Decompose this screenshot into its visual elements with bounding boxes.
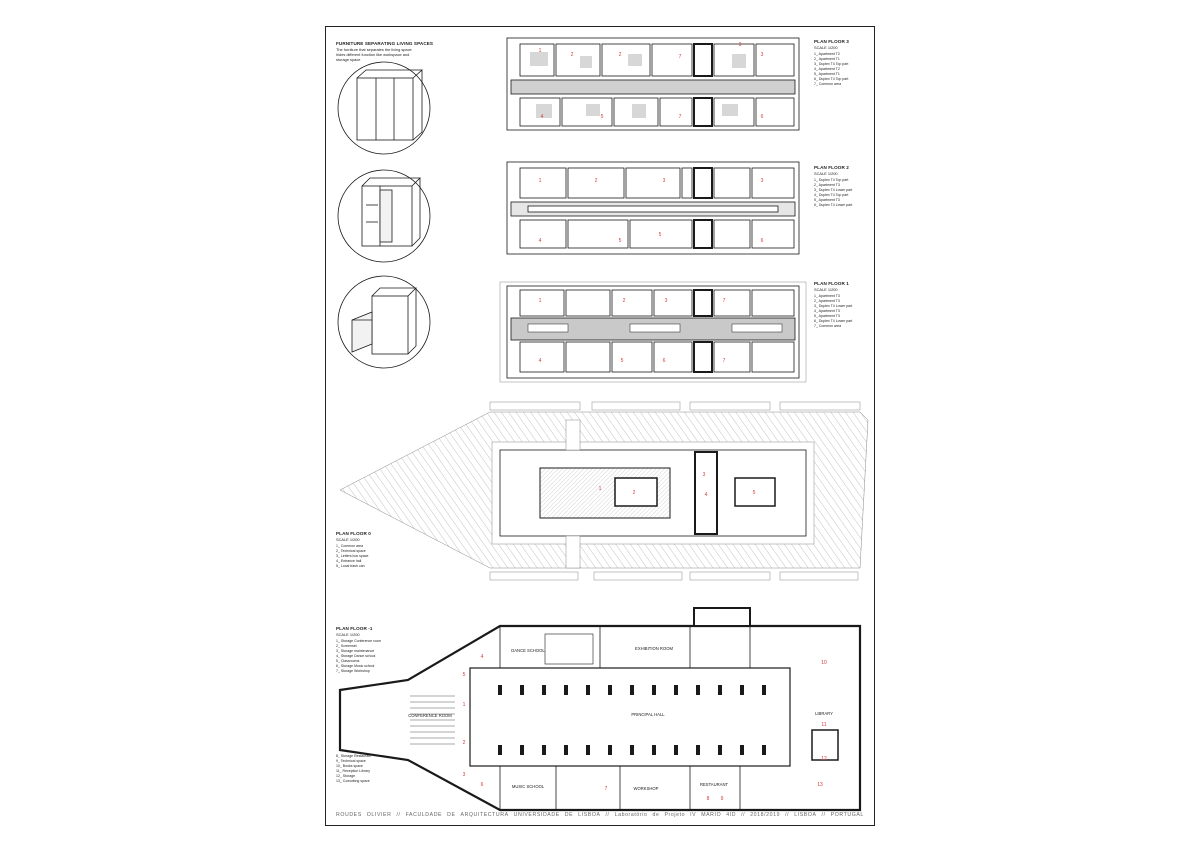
floorm1-title: PLAN FLOOR -1 <box>336 626 373 631</box>
floor2-title: PLAN FLOOR 2 <box>814 165 849 170</box>
space-principal-hall: PRINCIPAL HALL <box>631 712 665 717</box>
floorm1-room-label: 12 <box>821 756 827 762</box>
floor1-room-label: 3 <box>665 298 668 304</box>
floor2-legend: 1_ Duplex T4 Top part 2_ Apartment T3 3_… <box>814 178 853 207</box>
floor3-room-label: 7 <box>679 54 682 60</box>
floorm1-room-label: 6 <box>481 782 484 788</box>
floor3-room-label: 1 <box>539 48 542 54</box>
floor3-room-label: 3 <box>739 42 742 48</box>
footer: ROUDES OLIVIER // FACULDADE DE ARQUITECT… <box>336 812 864 818</box>
floor3-scale: SCALE 1/200 <box>814 45 838 50</box>
floorm1-room-label: 1 <box>463 702 466 708</box>
space-library: LIBRARY <box>815 711 833 716</box>
floor2-room-label: 4 <box>539 238 542 244</box>
floor0-room-numbers: 1 2 3 4 5 <box>599 472 756 498</box>
floorm1-room-label: 7 <box>605 786 608 792</box>
plan-floor-minus-1 <box>338 607 862 812</box>
floor3-room-label: 7 <box>679 114 682 120</box>
floor3-title: PLAN FLOOR 3 <box>814 39 849 44</box>
floor3-room-label: 3 <box>761 52 764 58</box>
floor0-legend: 1_ Common area 2_ Technical space 3_ Let… <box>336 544 369 568</box>
floor1-scale: SCALE 1/200 <box>814 287 838 292</box>
plan-floor-3 <box>506 37 800 131</box>
floorm1-room-label: 4 <box>481 654 484 660</box>
floorm1-legend: 1_ Storage Conference room 2_ Screenset … <box>336 639 382 673</box>
floor0-title: PLAN FLOOR 0 <box>336 531 371 536</box>
floor1-room-label: 4 <box>539 358 542 364</box>
space-exhibition-room: EXHIBITION ROOM <box>635 646 673 651</box>
space-dance-school: DANCE SCHOOL <box>511 648 545 653</box>
floor0-room-label: 3 <box>703 472 706 478</box>
floorm1-room-label: 8 <box>707 796 710 802</box>
furniture-description: The furniture that separates the living … <box>336 47 412 63</box>
floor3-room-label: 6 <box>761 114 764 120</box>
floor0-room-label: 1 <box>599 486 602 492</box>
floor1-room-label: 1 <box>539 298 542 304</box>
floor3-legend: 1_ Apartment T2 2_ Apartment T1 3_ Duple… <box>814 52 849 86</box>
floor0-scale: SCALE 1/200 <box>336 537 360 542</box>
floorm1-room-label: 13 <box>817 782 823 788</box>
floor2-room-label: 5 <box>619 238 622 244</box>
floor3-room-label: 2 <box>619 52 622 58</box>
floor1-room-label: 2 <box>623 298 626 304</box>
plan-floor-1 <box>499 281 807 383</box>
floor2-room-label: 6 <box>761 238 764 244</box>
floor2-room-numbers: 1 2 3 3 4 5 5 6 <box>539 178 764 244</box>
floor1-room-label: 5 <box>621 358 624 364</box>
furniture-diagram-2 <box>337 169 431 263</box>
space-conference-room: CONFERENCE ROOM <box>408 713 452 718</box>
floor2-scale: SCALE 1/200 <box>814 171 838 176</box>
floor1-legend: 1_ Apartment T3 2_ Apartment T3 3_ Duple… <box>814 294 853 328</box>
floorm1-room-label: 5 <box>463 672 466 678</box>
space-restaurant: RESTAURANT <box>700 782 729 787</box>
floor1-room-label: 7 <box>723 298 726 304</box>
floor3-room-numbers: 1 2 3 7 2 3 4 5 7 6 <box>539 42 764 120</box>
furniture-title: FURNITURE SEPARATING LIVING SPACES <box>336 41 434 46</box>
space-workshop: WORKSHOP <box>634 786 659 791</box>
floorm1-legend-2: 8_ Storage Restaurant 9_ Technical space… <box>336 754 372 783</box>
floor2-room-label: 3 <box>663 178 666 184</box>
plan-floor-0 <box>339 401 869 581</box>
floorm1-room-label: 3 <box>463 772 466 778</box>
floor0-room-label: 2 <box>633 490 636 496</box>
furniture-diagram-1 <box>337 61 431 155</box>
floor2-room-label: 3 <box>761 178 764 184</box>
floor1-room-label: 6 <box>663 358 666 364</box>
floorm1-room-label: 10 <box>821 660 827 666</box>
floor2-room-label: 2 <box>595 178 598 184</box>
floor0-room-label: 5 <box>753 490 756 496</box>
floor1-room-label: 7 <box>723 358 726 364</box>
furniture-diagram-3 <box>337 275 431 369</box>
floorm1-space-labels: DANCE SCHOOL EXHIBITION ROOM CONFERENCE … <box>408 646 833 791</box>
floor3-room-label: 2 <box>571 52 574 58</box>
floorm1-room-numbers: 4 5 1 2 3 6 7 8 9 10 11 12 13 <box>463 654 827 802</box>
floor2-room-label: 1 <box>539 178 542 184</box>
floor3-room-label: 5 <box>601 114 604 120</box>
floorm1-room-label: 2 <box>463 740 466 746</box>
space-music-school: MUSIC SCHOOL <box>512 784 545 789</box>
floor1-title: PLAN FLOOR 1 <box>814 281 849 286</box>
floor2-room-label: 5 <box>659 232 662 238</box>
floor1-room-numbers: 1 2 3 7 4 5 6 7 <box>539 298 726 364</box>
floorm1-room-label: 11 <box>821 722 826 728</box>
floor0-room-label: 4 <box>705 492 708 498</box>
floorm1-scale: SCALE 1/200 <box>336 632 360 637</box>
floorm1-room-label: 9 <box>721 796 724 802</box>
floor3-room-label: 4 <box>541 114 544 120</box>
plan-floor-2 <box>506 161 800 255</box>
